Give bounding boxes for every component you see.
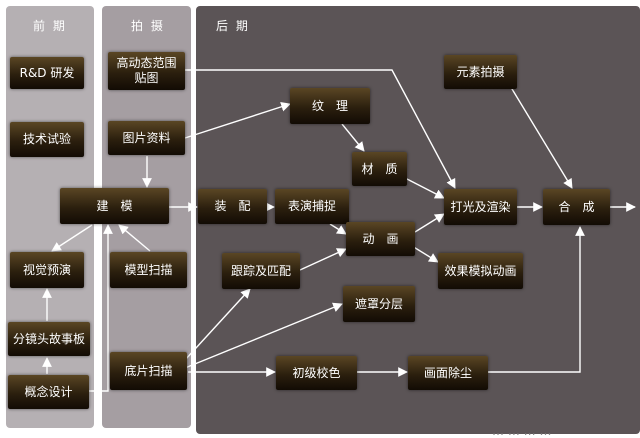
node-compositing: 合 成 (543, 189, 610, 225)
node-texture: 纹 理 (290, 88, 370, 124)
node-concept: 概念设计 (8, 375, 89, 409)
node-rnd: R&D 研发 (10, 57, 84, 89)
node-material: 材 质 (352, 152, 407, 186)
node-dust-removal: 画面除尘 (408, 356, 488, 390)
node-fx-sim: 效果模拟动画 (438, 253, 523, 289)
node-assembly: 装 配 (198, 189, 267, 224)
node-element-shoot: 元素拍摄 (444, 55, 517, 89)
node-plate-scan: 底片扫描 (110, 352, 187, 390)
column-title-pre: 前 期 (33, 19, 67, 33)
node-tracking: 跟踪及匹配 (222, 253, 300, 289)
node-previs: 视觉预演 (10, 252, 84, 288)
node-lighting-render: 打光及渲染 (444, 189, 517, 225)
node-storyboard: 分镜头故事板 (8, 322, 90, 356)
cropped-footer-text: … … … … (492, 424, 552, 438)
node-animation: 动 画 (346, 222, 415, 256)
node-grading: 初级校色 (276, 356, 357, 390)
node-model-scan: 模型扫描 (110, 252, 187, 288)
node-matte: 遮罩分层 (343, 286, 415, 322)
node-tech-test: 技术试验 (10, 122, 84, 157)
column-title-post: 后 期 (216, 19, 250, 33)
node-hdr-map: 高动态范围 贴图 (108, 52, 185, 90)
node-photo-reference: 图片资料 (108, 121, 185, 155)
node-mocap: 表演捕捉 (275, 189, 349, 224)
node-modeling: 建 模 (60, 188, 169, 224)
column-title-shoot: 拍 摄 (131, 19, 165, 33)
